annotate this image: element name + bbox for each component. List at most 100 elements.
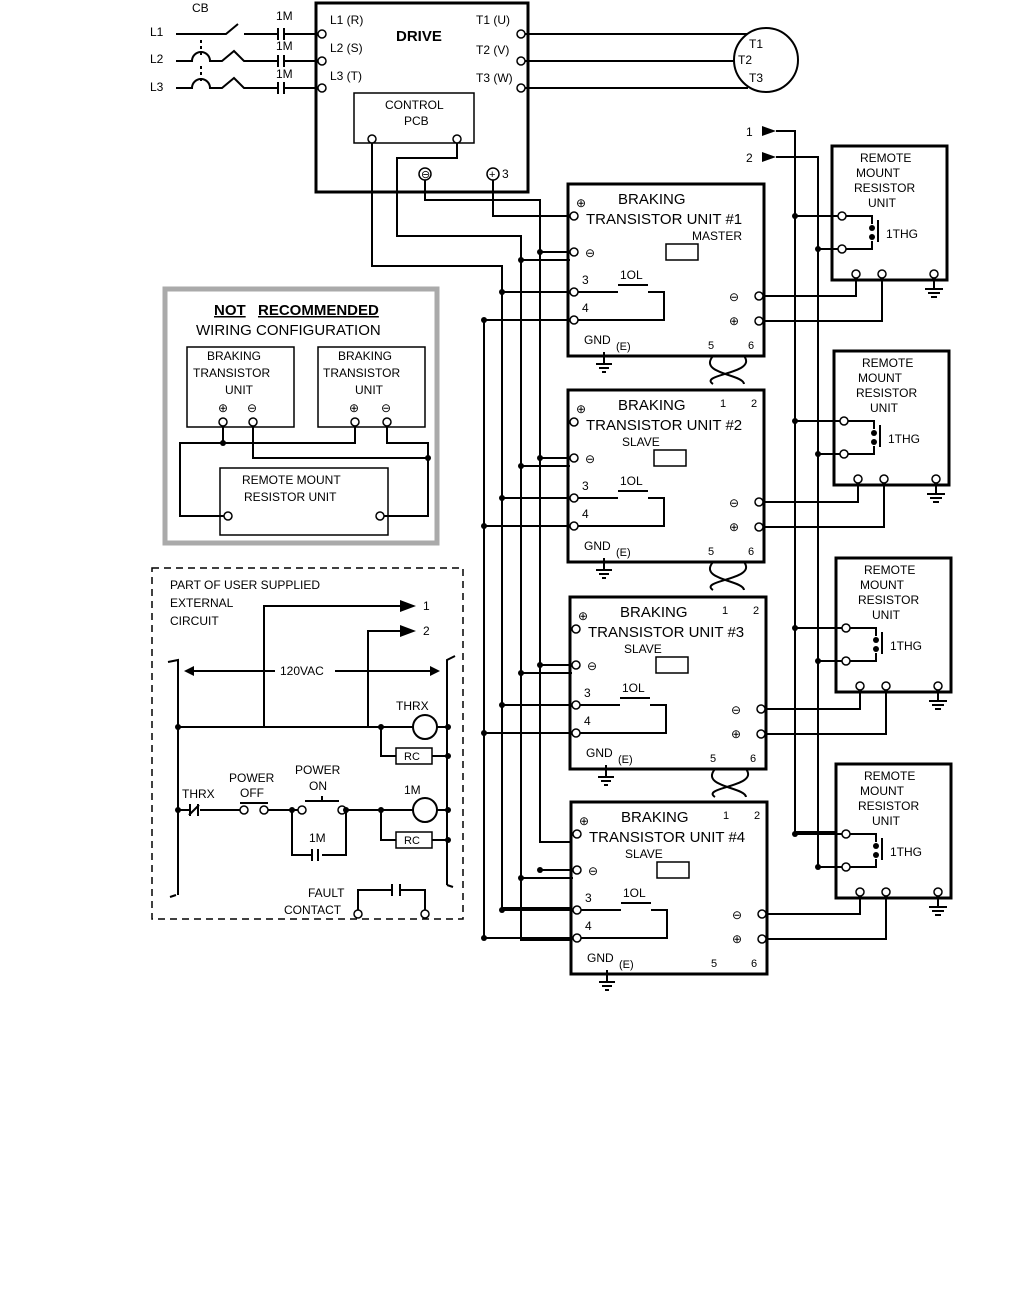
braking-unit-mode: MASTER	[692, 229, 742, 243]
thg-terminal-1	[841, 623, 851, 633]
tap-junction	[518, 257, 524, 263]
right-rail	[446, 655, 456, 888]
resistor-ground-symbol	[927, 483, 945, 503]
thg-contact	[846, 215, 879, 250]
nr-rmru-l1: REMOTE MOUNT	[242, 473, 341, 487]
ol-label: 1OL	[620, 268, 643, 282]
bt-out-plus	[756, 729, 766, 739]
nr-bt-box-a	[186, 346, 295, 428]
drive-input-l3: L3 (T)	[330, 69, 362, 83]
motor-t3: T3	[749, 71, 763, 85]
resistor-unit-title-4: UNIT	[870, 401, 899, 415]
bt-terminal-minus	[569, 247, 579, 257]
motor-feed-lines	[525, 33, 748, 89]
resistor-unit-title-3: RESISTOR	[858, 593, 919, 607]
e-label: (E)	[616, 341, 631, 353]
braking-unit-title-2: TRANSISTOR UNIT #4	[589, 829, 745, 846]
resistor-unit-title-1: REMOTE	[862, 356, 913, 370]
resistor-terminal-gnd	[933, 887, 943, 897]
mode-jumper	[656, 861, 690, 879]
plus-terminal-symbol: ⊕	[579, 814, 589, 828]
bt-out-minus	[757, 909, 767, 919]
drive-input-l1: L1 (R)	[330, 13, 363, 27]
out-plus-symbol: ⊕	[731, 727, 741, 741]
bt-terminal-4	[572, 933, 582, 943]
tap-junction	[537, 867, 543, 873]
tap-junction	[499, 702, 505, 708]
terminal-3-label: 3	[585, 891, 592, 905]
nr-bt-box-b	[317, 346, 426, 428]
braking-unit-mode: SLAVE	[625, 847, 663, 861]
power-on-label-1: POWER	[295, 763, 341, 777]
bt-terminal-plus	[569, 417, 579, 427]
bus-wiring	[371, 143, 578, 941]
braking-unit-title-1: BRAKING	[618, 397, 686, 414]
terminal-2-label: 2	[751, 398, 757, 410]
m1-coil-label: 1M	[404, 783, 421, 797]
bt-terminal-minus	[571, 660, 581, 670]
nr-bt-a-l3: UNIT	[225, 383, 254, 397]
supply-line-1	[176, 23, 318, 35]
thg-terminal-2	[839, 449, 849, 459]
braking-unit-title-1: BRAKING	[621, 809, 689, 826]
ol-loop	[578, 291, 665, 321]
gnd-label: GND	[587, 951, 614, 965]
terminal-4-label: 4	[582, 301, 589, 315]
signal-1-label: 1	[746, 125, 753, 139]
out-minus-symbol: ⊖	[729, 496, 739, 510]
tap-junction	[499, 495, 505, 501]
thg-terminal-2	[837, 244, 847, 254]
nr-rmru-l2: RESISTOR UNIT	[244, 490, 337, 504]
rc-label-2: RC	[404, 835, 420, 847]
resistor-terminal-gnd	[933, 681, 943, 691]
resistor-terminal-minus	[855, 681, 865, 691]
terminal-4-label: 4	[582, 507, 589, 521]
plus-terminal-symbol: ⊕	[576, 196, 586, 210]
tap-junction	[518, 875, 524, 881]
line-l1-label: L1	[150, 25, 164, 39]
out-plus-symbol: ⊕	[732, 932, 742, 946]
thg-contact	[848, 420, 881, 455]
resistor-unit-title-4: UNIT	[872, 608, 901, 622]
svg-text:+: +	[489, 169, 495, 181]
resistor-terminal-plus	[881, 887, 891, 897]
ol-loop	[580, 704, 667, 734]
power-off-label-2: OFF	[240, 786, 264, 800]
terminal-3-label: 3	[584, 686, 591, 700]
mode-jumper	[655, 656, 689, 674]
line-l3-label: L3	[150, 80, 164, 94]
nr-bt-b-l1: BRAKING	[338, 349, 392, 363]
fault-label-1: FAULT	[308, 886, 345, 900]
gnd-label: GND	[584, 539, 611, 553]
tap-junction	[518, 670, 524, 676]
bt-out-minus	[756, 704, 766, 714]
tap-junction	[499, 289, 505, 295]
out-minus-symbol: ⊖	[732, 908, 742, 922]
contactor-1m-label-b: 1M	[276, 39, 293, 53]
resistor-ground-symbol	[929, 690, 947, 710]
thrx-contact	[188, 804, 200, 816]
power-off-label-1: POWER	[229, 771, 275, 785]
svg-text:⊖: ⊖	[247, 401, 257, 415]
tap-junction	[481, 317, 487, 323]
e-label: (E)	[619, 959, 634, 971]
resistor-terminal-gnd	[931, 474, 941, 484]
thg-label: 1THG	[890, 639, 922, 653]
motor-circle	[733, 27, 799, 93]
terminal-6-label: 6	[748, 340, 754, 352]
drive-output-t2: T2 (V)	[476, 43, 509, 57]
contactor-1m-label-c: 1M	[276, 67, 293, 81]
terminal-1-label: 1	[720, 398, 726, 410]
fault-label-2: CONTACT	[284, 903, 342, 917]
bt-terminal-plus	[571, 624, 581, 634]
plus-terminal-symbol: ⊕	[578, 609, 588, 623]
voltage-label: 120VAC	[280, 664, 324, 678]
drive-terminal-3-label: 3	[502, 167, 509, 181]
mode-jumper	[653, 449, 687, 467]
user-circuit-frame	[151, 567, 464, 920]
line-l2-label: L2	[150, 52, 164, 66]
terminal-2-label: 2	[753, 605, 759, 617]
